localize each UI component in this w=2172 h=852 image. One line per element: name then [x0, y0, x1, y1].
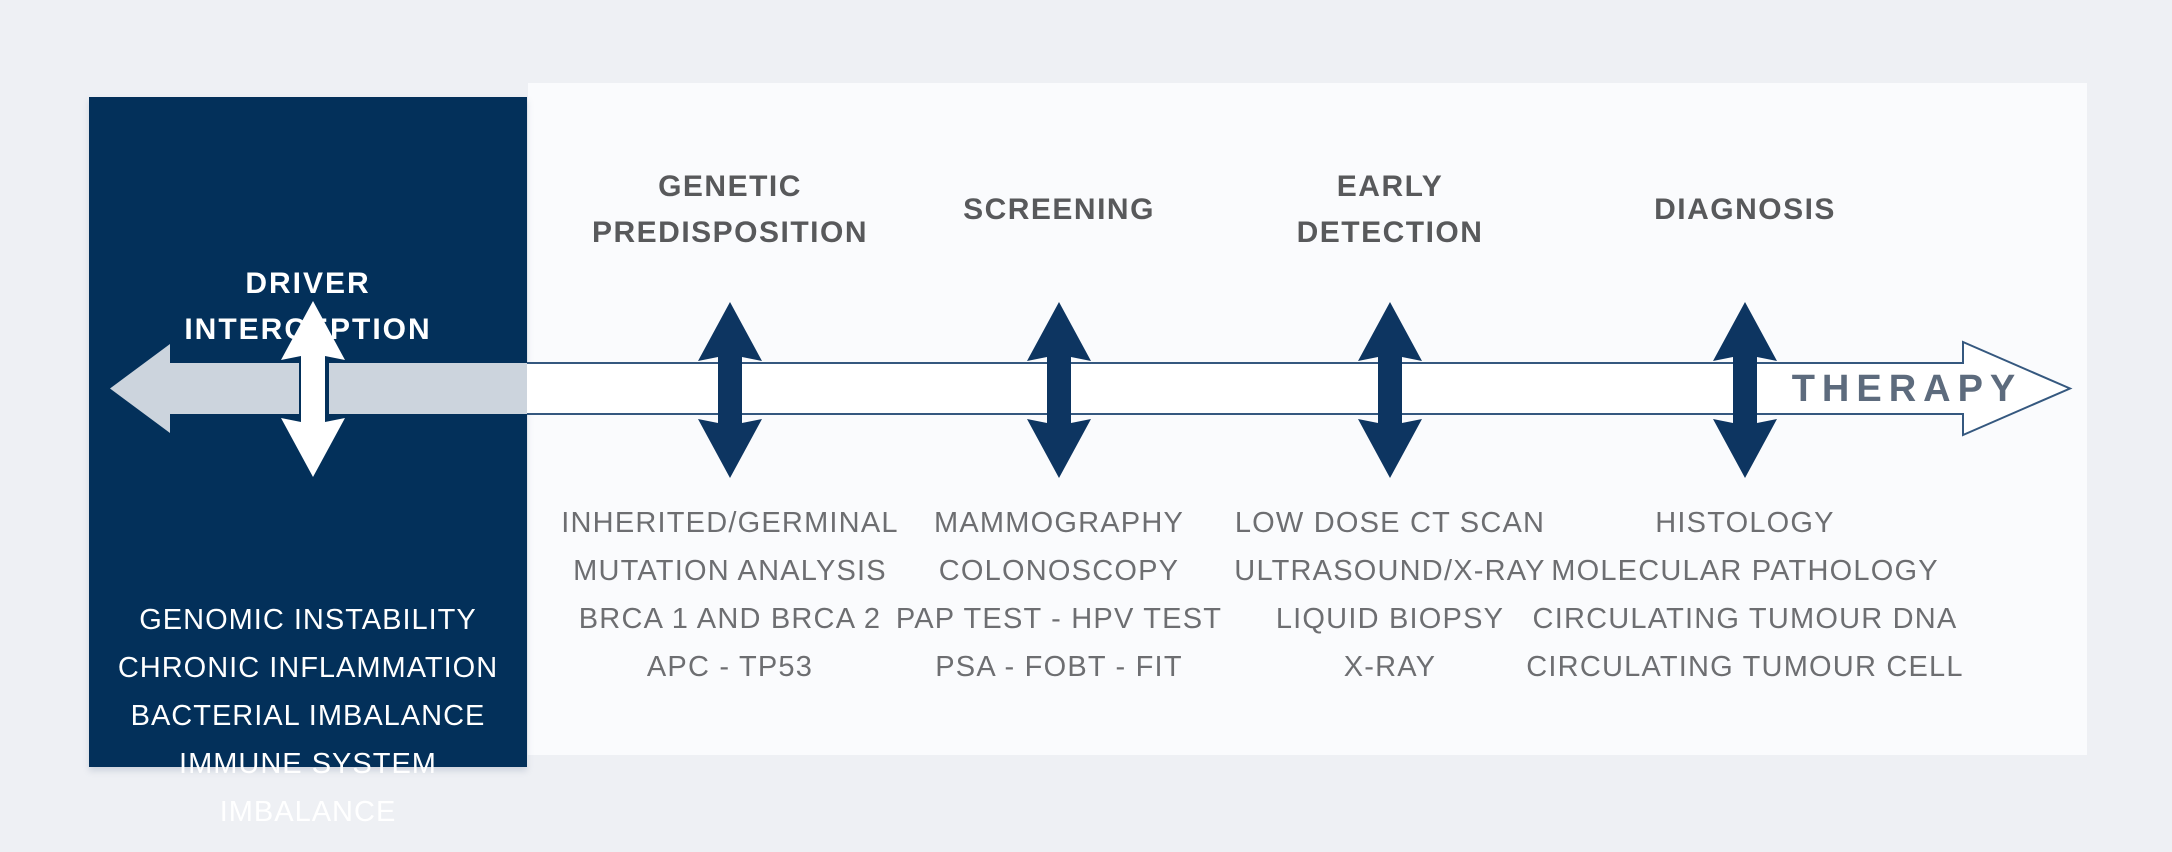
- stage-column-early-detection: EARLY DETECTION LOW DOSE CT SCAN ULTRASO…: [1160, 0, 1620, 852]
- stage-title: EARLY DETECTION: [1160, 160, 1620, 260]
- stage-title-line: EARLY: [1336, 170, 1444, 203]
- list-item: CHRONIC INFLAMMATION: [117, 652, 499, 684]
- list-item: INHERITED/GERMINAL: [561, 507, 899, 539]
- stage-title-line: GENETIC: [658, 170, 802, 203]
- stage-title: GENETIC PREDISPOSITION: [500, 160, 960, 260]
- stage-item-list: LOW DOSE CT SCAN ULTRASOUND/X-RAY LIQUID…: [1130, 499, 1650, 691]
- list-item: IMMUNE SYSTEM IMBALANCE: [179, 748, 437, 828]
- list-item: BACTERIAL IMBALANCE: [130, 700, 486, 732]
- list-item: CIRCULATING TUMOUR CELL: [1526, 651, 1964, 683]
- stage-title-line: DIAGNOSIS: [1654, 193, 1836, 226]
- stage-title: DIAGNOSIS: [1515, 160, 1975, 260]
- list-item: PAP TEST - HPV TEST: [895, 603, 1223, 635]
- timeline-background-card: [528, 83, 2087, 755]
- list-item: LOW DOSE CT SCAN: [1234, 507, 1546, 539]
- list-item: CIRCULATING TUMOUR DNA: [1532, 603, 1958, 635]
- list-item: BRCA 1 AND BRCA 2: [578, 603, 882, 635]
- list-item: MOLECULAR PATHOLOGY: [1551, 555, 1939, 587]
- list-item: LIQUID BIOPSY: [1275, 603, 1505, 635]
- stage-column-diagnosis: DIAGNOSIS HISTOLOGY MOLECULAR PATHOLOGY …: [1515, 0, 1975, 852]
- stage-item-list: HISTOLOGY MOLECULAR PATHOLOGY CIRCULATIN…: [1485, 499, 2005, 691]
- interception-arrow-segment: [329, 363, 527, 414]
- stage-title: SCREENING: [829, 160, 1289, 260]
- stage-item-list: MAMMOGRAPHY COLONOSCOPY PAP TEST - HPV T…: [799, 499, 1319, 691]
- list-item: APC - TP53: [646, 651, 814, 683]
- therapy-arrow-outline: [527, 340, 2073, 437]
- interception-left-arrow-icon: [110, 344, 299, 433]
- panel-title-line: DRIVER: [245, 267, 371, 300]
- list-item: COLONOSCOPY: [938, 555, 1180, 587]
- stage-title-line: SCREENING: [963, 193, 1155, 226]
- stage-item-list: INHERITED/GERMINAL MUTATION ANALYSIS BRC…: [470, 499, 990, 691]
- panel-item-list: GENOMIC INSTABILITY CHRONIC INFLAMMATION…: [89, 596, 527, 836]
- therapy-label: THERAPY: [1791, 368, 2023, 410]
- stage-column-genetic-predisposition: GENETIC PREDISPOSITION INHERITED/GERMINA…: [500, 0, 960, 852]
- list-item: MUTATION ANALYSIS: [573, 555, 887, 587]
- list-item: ULTRASOUND/X-RAY: [1234, 555, 1546, 587]
- stage-title-line: PREDISPOSITION: [591, 216, 869, 249]
- stage-title-line: DETECTION: [1296, 216, 1484, 249]
- list-item: GENOMIC INSTABILITY: [139, 604, 477, 636]
- list-item: HISTOLOGY: [1655, 507, 1835, 539]
- list-item: MAMMOGRAPHY: [933, 507, 1185, 539]
- list-item: X-RAY: [1343, 651, 1437, 683]
- stage-column-screening: SCREENING MAMMOGRAPHY COLONOSCOPY PAP TE…: [829, 0, 1289, 852]
- therapy-arrow-body: [527, 342, 2070, 435]
- list-item: PSA - FOBT - FIT: [935, 651, 1183, 683]
